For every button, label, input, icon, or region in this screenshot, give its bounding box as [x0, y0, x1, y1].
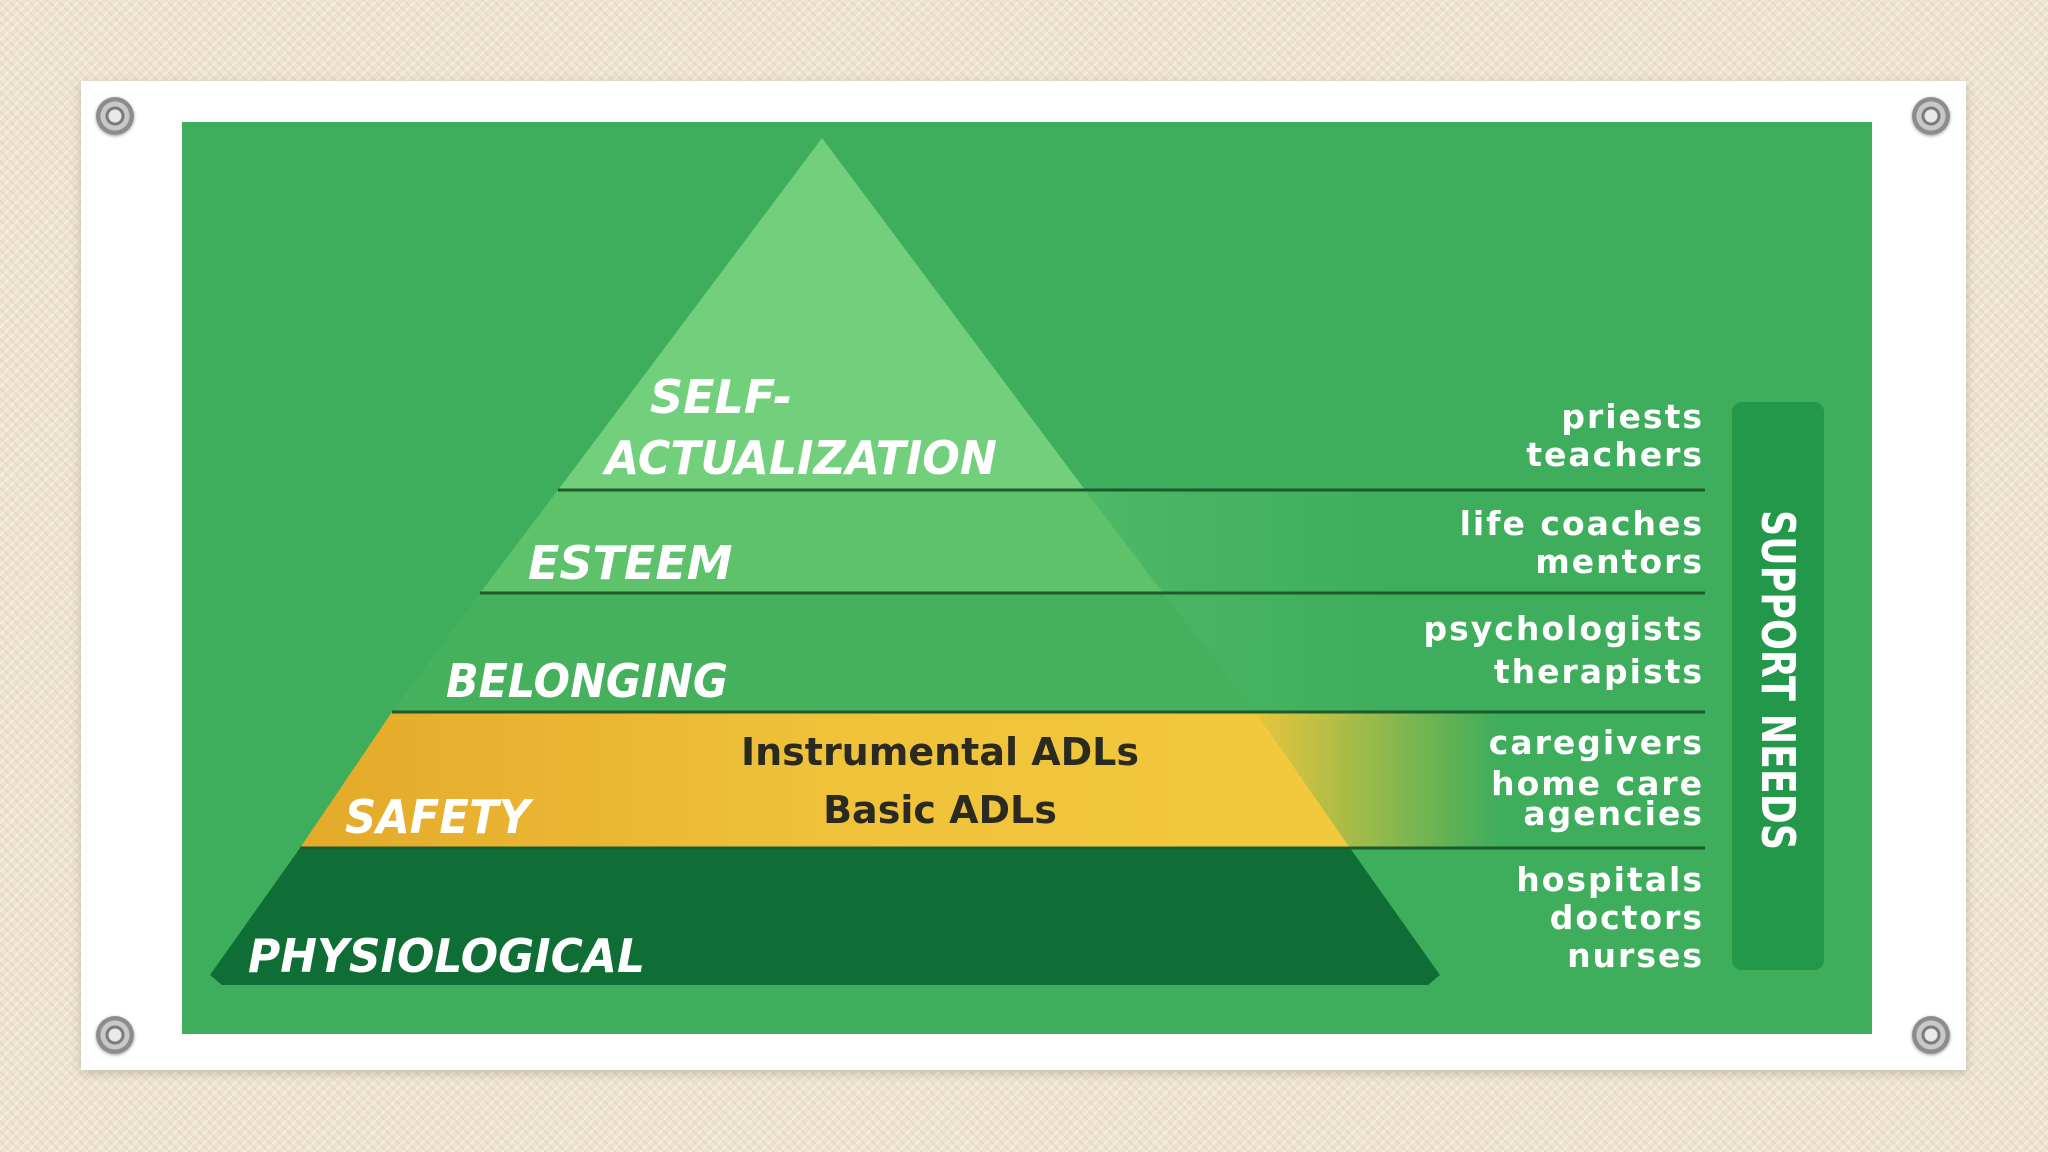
support-life-coaches: life coaches: [1460, 504, 1704, 543]
label-self-actualization-line1: SELF-: [650, 370, 792, 424]
sublabel-basic-adls: Basic ADLs: [823, 788, 1057, 832]
tier-physiological: [210, 848, 1440, 985]
support-nurses: nurses: [1567, 936, 1704, 975]
grommet-top-left: [96, 97, 134, 135]
tier-self-actualization: [558, 138, 1085, 490]
safety-fade-band: [1256, 712, 1500, 848]
support-agencies: agencies: [1523, 794, 1704, 833]
tier-esteem: [480, 490, 1163, 593]
tier-belonging: [392, 593, 1256, 712]
support-hospitals: hospitals: [1516, 860, 1704, 899]
pyramid-glow: [1060, 490, 1400, 720]
tier-safety: [300, 712, 1350, 848]
support-needs-label: SUPPORT NEEDS: [1751, 510, 1805, 850]
support-teachers: teachers: [1526, 435, 1704, 474]
support-needs-bar: [1732, 402, 1824, 970]
label-safety: SAFETY: [345, 790, 534, 844]
support-caregivers: caregivers: [1489, 723, 1704, 762]
label-esteem: ESTEEM: [528, 536, 733, 590]
grommet-top-right: [1912, 97, 1950, 135]
label-physiological: PHYSIOLOGICAL: [248, 929, 645, 983]
label-self-actualization-line2: ACTUALIZATION: [602, 431, 997, 485]
support-therapists: therapists: [1494, 652, 1704, 691]
support-priests: priests: [1561, 397, 1704, 436]
support-home-care: home care: [1491, 764, 1704, 803]
grommet-bottom-right: [1912, 1016, 1950, 1054]
label-belonging: BELONGING: [446, 654, 728, 708]
sublabel-instrumental-adls: Instrumental ADLs: [741, 730, 1139, 774]
grommet-bottom-left: [96, 1016, 134, 1054]
support-doctors: doctors: [1550, 898, 1704, 937]
support-psychologists: psychologists: [1424, 609, 1704, 648]
support-mentors: mentors: [1535, 542, 1704, 581]
